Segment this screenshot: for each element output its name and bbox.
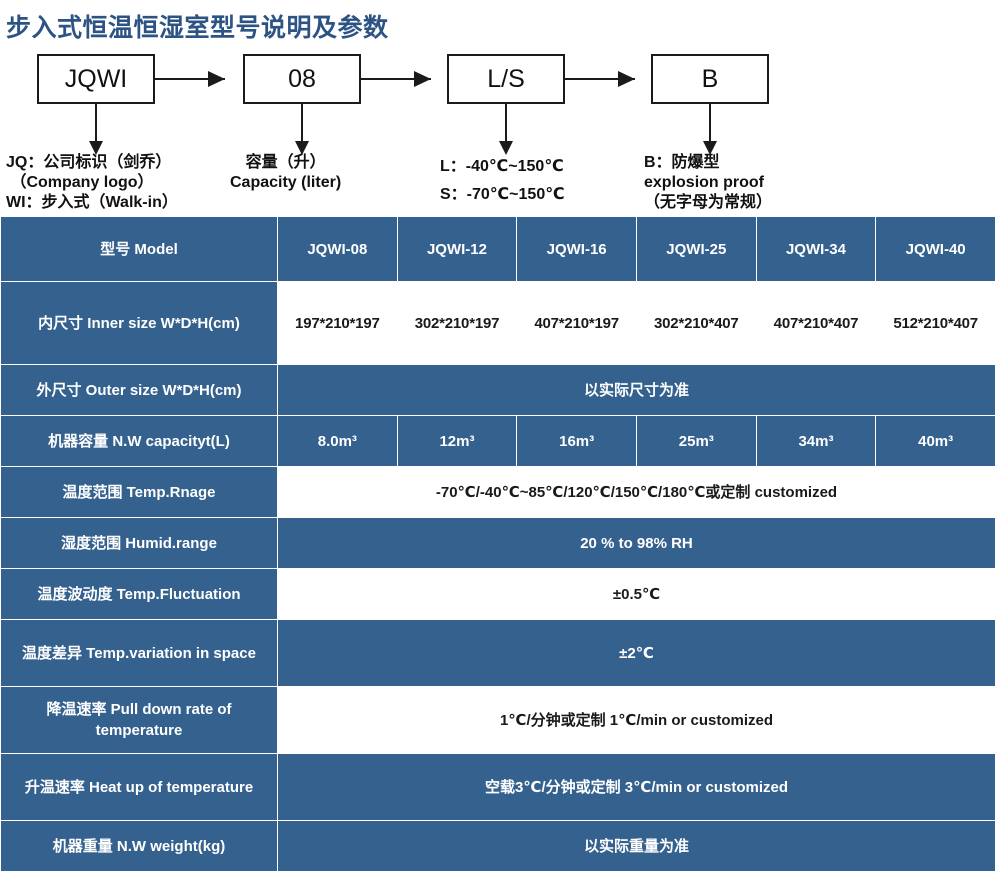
row-label: 湿度范围 Humid.range	[0, 517, 278, 569]
row-label: 升温速率 Heat up of temperature	[0, 753, 278, 821]
callout-line-2	[301, 104, 303, 144]
callout-arrow-icon-4	[703, 141, 717, 155]
callout-arrow-icon-3	[499, 141, 513, 155]
arrow-line-2	[361, 78, 431, 80]
table-header-model: JQWI-16	[516, 216, 637, 282]
row-merged-value: 以实际重量为准	[277, 820, 996, 872]
table-header-model: JQWI-08	[277, 216, 398, 282]
row-value: 302*210*407	[635, 281, 757, 365]
row-merged-value: ±2℃	[277, 619, 996, 687]
row-label: 温度范围 Temp.Rnage	[0, 466, 278, 518]
diagram-box-jqwi: JQWI	[37, 54, 155, 104]
callout-arrow-icon-2	[295, 141, 309, 155]
arrow-line-3	[565, 78, 635, 80]
row-merged-value: -70℃/-40℃~85℃/120℃/150℃/180℃或定制 customiz…	[277, 466, 996, 518]
row-label: 外尺寸 Outer size W*D*H(cm)	[0, 364, 278, 416]
row-label: 内尺寸 Inner size W*D*H(cm)	[0, 281, 278, 365]
row-value: 25m³	[635, 415, 757, 467]
row-value: 8.0m³	[277, 415, 398, 467]
row-value: 407*210*197	[516, 281, 637, 365]
table-row: 温度波动度 Temp.Fluctuation±0.5℃	[0, 568, 996, 620]
diagram-note-temprange: L：-40℃~150℃ S：-70℃~150℃	[440, 158, 565, 203]
table-header-model: JQWI-25	[635, 216, 757, 282]
page-root: 步入式恒温恒湿室型号说明及参数 JQWI 08 L/S B JQ：公司标识（剑乔…	[0, 14, 996, 872]
row-merged-value: 以实际尺寸为准	[277, 364, 996, 416]
diagram-note-jqwi: JQ：公司标识（剑乔） （Company logo） WI：步入式（Walk-i…	[6, 154, 178, 211]
table-header-model: JQWI-40	[875, 216, 996, 282]
row-value: 197*210*197	[277, 281, 398, 365]
arrow-head-icon-2	[414, 71, 431, 87]
callout-line-4	[709, 104, 711, 144]
row-label: 机器重量 N.W weight(kg)	[0, 820, 278, 872]
row-value: 302*210*197	[396, 281, 518, 365]
callout-line-1	[95, 104, 97, 144]
table-row: 温度差异 Temp.variation in space±2℃	[0, 619, 996, 687]
arrow-line-1	[155, 78, 225, 80]
row-label: 降温速率 Pull down rate of temperature	[0, 686, 278, 754]
row-label: 机器容量 N.W capacityt(L)	[0, 415, 278, 467]
row-value: 407*210*407	[755, 281, 877, 365]
table-header-model: JQWI-12	[396, 216, 518, 282]
diagram-note-capacity: 容量（升） Capacity (liter)	[230, 154, 342, 191]
row-merged-value: 20 % to 98% RH	[277, 517, 996, 569]
table-header-label: 型号 Model	[0, 216, 278, 282]
diagram-box-temprange: L/S	[447, 54, 565, 104]
callout-arrow-icon-1	[89, 141, 103, 155]
row-value: 16m³	[516, 415, 637, 467]
diagram-note-explosionproof: B：防爆型 explosion proof （无字母为常规）	[644, 154, 773, 211]
table-row: 机器重量 N.W weight(kg)以实际重量为准	[0, 820, 996, 872]
table-row: 外尺寸 Outer size W*D*H(cm)以实际尺寸为准	[0, 364, 996, 416]
page-title: 步入式恒温恒湿室型号说明及参数	[6, 14, 389, 42]
row-label: 温度差异 Temp.variation in space	[0, 619, 278, 687]
table-header-model: JQWI-34	[755, 216, 877, 282]
row-value: 512*210*407	[875, 281, 996, 365]
row-merged-value: 1℃/分钟或定制 1℃/min or customized	[277, 686, 996, 754]
row-label: 温度波动度 Temp.Fluctuation	[0, 568, 278, 620]
row-merged-value: ±0.5℃	[277, 568, 996, 620]
row-value: 40m³	[875, 415, 996, 467]
arrow-head-icon-1	[208, 71, 225, 87]
diagram-box-explosionproof: B	[651, 54, 769, 104]
arrow-head-icon-3	[618, 71, 635, 87]
callout-line-3	[505, 104, 507, 144]
row-value: 12m³	[396, 415, 518, 467]
table-row: 温度范围 Temp.Rnage-70℃/-40℃~85℃/120℃/150℃/1…	[0, 466, 996, 518]
model-code-diagram: JQWI 08 L/S B JQ：公司标识（剑乔） （Company logo）…	[0, 48, 996, 216]
row-merged-value: 空载3℃/分钟或定制 3℃/min or customized	[277, 753, 996, 821]
row-value: 34m³	[755, 415, 877, 467]
diagram-box-capacity: 08	[243, 54, 361, 104]
